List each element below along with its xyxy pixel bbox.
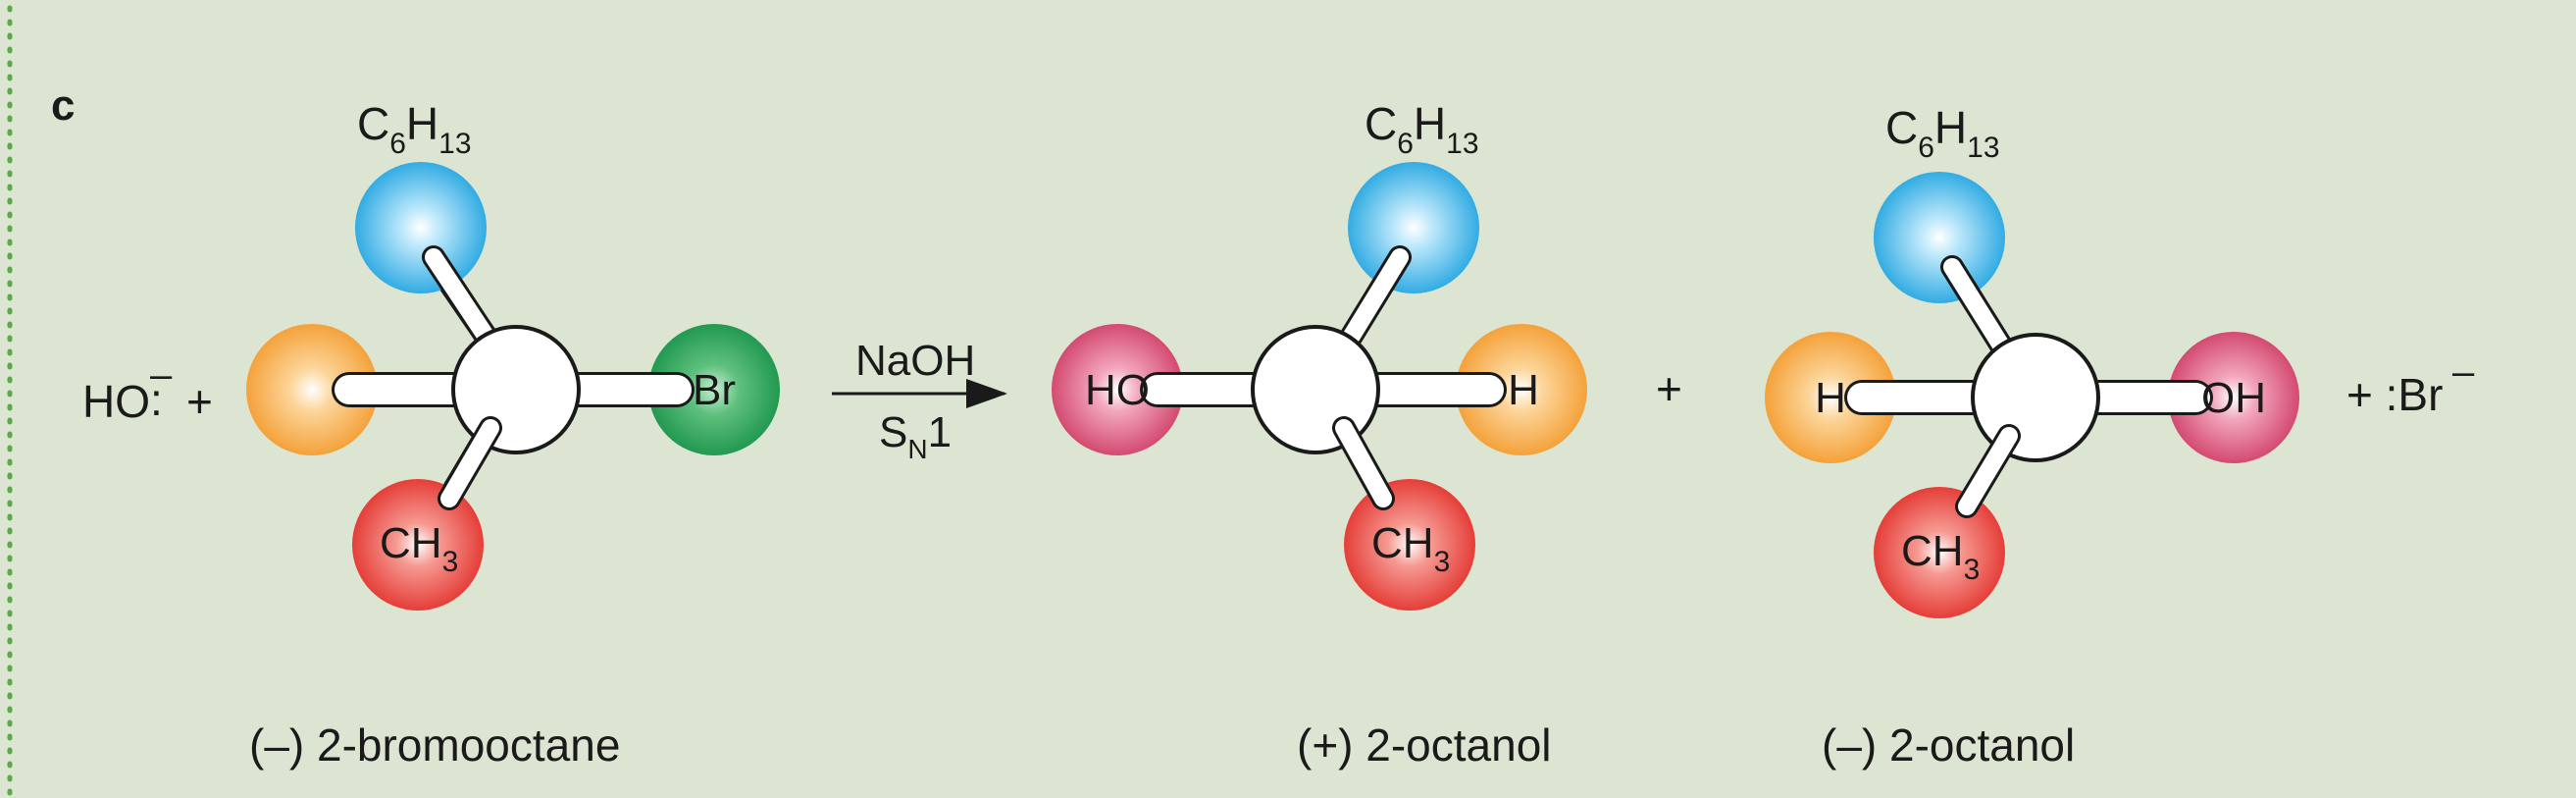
products-plus: + bbox=[1656, 363, 1682, 414]
arrow-reagent: NaOH bbox=[855, 337, 975, 385]
p2-bond-ch3-fill bbox=[1958, 427, 2018, 515]
atom-c6h13 bbox=[355, 162, 487, 293]
atom-br bbox=[648, 324, 780, 455]
nucleophile-ho: HO bbox=[82, 376, 150, 427]
p2-label-h: H bbox=[1815, 374, 1846, 422]
p1-label-ch3: CH3 bbox=[1371, 519, 1450, 578]
nucleophile-lone-pair: : bbox=[150, 374, 163, 425]
p1-bond-ch3-fill bbox=[1335, 419, 1392, 507]
reaction-arrow: NaOH SN1 bbox=[832, 337, 1007, 464]
nucleophile-charge: – bbox=[150, 353, 173, 397]
label-c6h13: C6H13 bbox=[357, 98, 472, 160]
p1-atom-h bbox=[1456, 324, 1587, 455]
product2-name: (–) 2-octanol bbox=[1822, 719, 2075, 771]
p1-label-ho: HO bbox=[1085, 366, 1150, 414]
atom-ch3 bbox=[352, 479, 484, 611]
atom-h bbox=[246, 324, 378, 455]
p1-label-h: H bbox=[1508, 366, 1539, 414]
p2-label-c6h13: C6H13 bbox=[1885, 102, 2000, 164]
bond-c6h13-over-fill bbox=[425, 248, 494, 345]
atom-carbon bbox=[451, 325, 581, 454]
p2-atom-h bbox=[1765, 332, 1896, 463]
p2-atom-c6h13 bbox=[1874, 172, 2005, 303]
reactant-nucleophile: HO : – + bbox=[82, 353, 213, 427]
p1-atom-c6h13 bbox=[1348, 162, 1479, 293]
label-br: Br bbox=[693, 366, 736, 414]
byproduct-bromide: + :Br bbox=[2346, 369, 2443, 420]
p2-atom-oh bbox=[2168, 332, 2299, 463]
product1-name: (+) 2-octanol bbox=[1297, 719, 1552, 771]
product2-molecule: C6H13 H OH CH3 bbox=[1765, 102, 2299, 618]
reactant-name: (–) 2-bromooctane bbox=[249, 719, 620, 771]
label-ch3: CH3 bbox=[380, 519, 458, 578]
product1-molecule: C6H13 HO H CH3 bbox=[1052, 98, 1587, 611]
byproduct-charge: – bbox=[2452, 350, 2475, 394]
p2-bond-c6h13-fill bbox=[1943, 258, 2010, 354]
bond-ch3-over-fill bbox=[440, 419, 499, 507]
p2-atom-ch3 bbox=[1874, 487, 2005, 618]
p2-label-oh: OH bbox=[2201, 374, 2266, 422]
p1-atom-ho bbox=[1052, 324, 1183, 455]
panel-label: c bbox=[51, 81, 75, 130]
p1-bond-c6h13-fill bbox=[1343, 248, 1409, 345]
p2-atom-carbon bbox=[1971, 333, 2100, 462]
p1-atom-ch3 bbox=[1344, 479, 1475, 611]
reactant-plus: + bbox=[186, 376, 213, 427]
p1-label-c6h13: C6H13 bbox=[1365, 98, 1479, 160]
reactant-molecule: C6H13 Br CH3 bbox=[246, 98, 780, 611]
arrow-mechanism: SN1 bbox=[879, 408, 952, 464]
p2-label-ch3: CH3 bbox=[1901, 527, 1980, 586]
